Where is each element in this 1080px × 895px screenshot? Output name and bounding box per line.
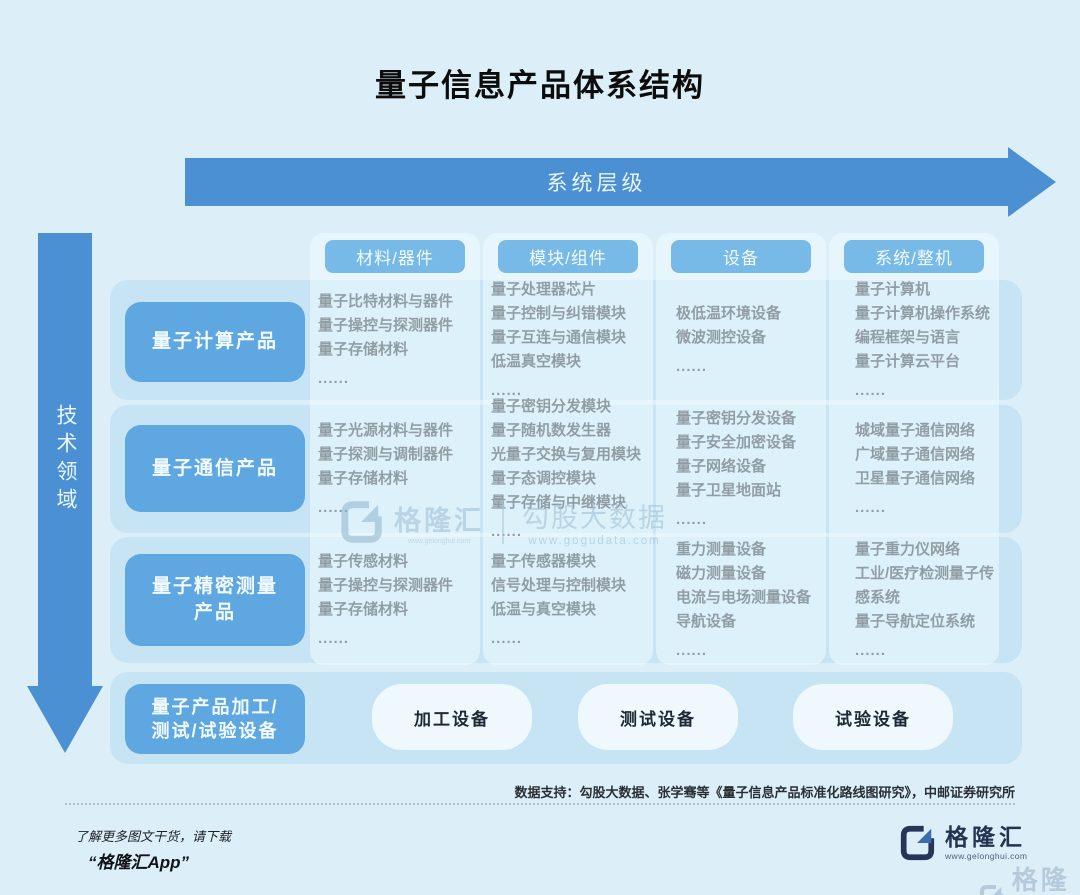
- gelonghui-logo-icon: [900, 825, 935, 861]
- h-axis-label: 系统层级: [546, 172, 647, 195]
- column-strip: [483, 233, 653, 665]
- h-arrow-head-icon: [1008, 147, 1056, 217]
- process-row-band: 量子产品加工/ 测试/试验设备 加工设备测试设备试验设备: [110, 672, 1022, 764]
- data-source-note: 数据支持：勾股大数据、张学骞等《量子信息产品标准化路线图研究》，中邮证券研究所: [514, 785, 1015, 800]
- column-strip: [656, 233, 826, 665]
- process-row-header-pill: 量子产品加工/ 测试/试验设备: [125, 684, 305, 754]
- row-header-pill: 量子通信产品: [125, 425, 305, 512]
- row-header-pill: 量子精密测量 产品: [125, 554, 305, 646]
- promo-text-line1: 了解更多图文干货，请下载: [75, 829, 232, 844]
- process-pill: 测试设备: [578, 684, 738, 750]
- process-pill: 试验设备: [793, 684, 953, 750]
- corner-watermark-logo: 格隆汇: [978, 860, 1080, 895]
- gelonghui-logo-icon: [980, 884, 1004, 895]
- row-header-pill: 量子计算产品: [125, 302, 305, 382]
- page-title: 量子信息产品体系结构: [375, 68, 705, 103]
- horizontal-axis-arrow: 系统层级: [185, 147, 1056, 217]
- column-header-pill: 模块/组件: [498, 240, 638, 273]
- footer-brand-name: 格隆汇: [945, 823, 1026, 850]
- column-header-pill: 设备: [671, 240, 811, 273]
- footer-divider: [65, 803, 1015, 805]
- promo-text-line2: “格隆汇App”: [88, 853, 190, 872]
- product-matrix: 量子计算产品量子比特材料与器件量子操控与探测器件量子存储材料......量子处理…: [110, 225, 1022, 770]
- h-arrow-body: [185, 158, 1008, 206]
- corner-watermark-name: 格隆汇: [1011, 865, 1070, 895]
- v-axis-label: 技术领域: [54, 403, 77, 516]
- process-pill: 加工设备: [372, 684, 532, 750]
- footer-brand-url: www.gelonghui.com: [945, 850, 1028, 861]
- vertical-axis-arrow: 技术领域: [27, 233, 103, 753]
- footer-brand-logo: 格隆汇 www.gelonghui.com: [898, 824, 1027, 862]
- v-arrow-head-icon: [27, 686, 103, 753]
- column-header-pill: 系统/整机: [844, 240, 984, 273]
- v-arrow-body: 技术领域: [38, 233, 92, 686]
- column-strip: [310, 233, 480, 665]
- column-header-pill: 材料/器件: [325, 240, 465, 273]
- column-strip: [829, 233, 999, 665]
